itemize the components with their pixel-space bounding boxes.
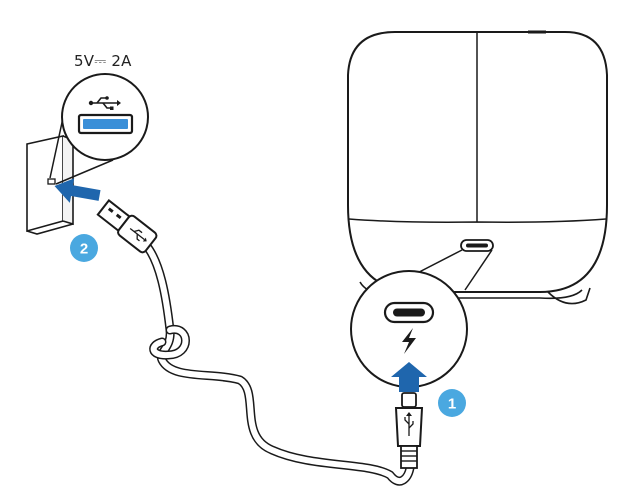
step-number-2: 2: [80, 241, 88, 258]
step-badge-1: 1: [438, 389, 466, 417]
usb-c-plug: [394, 392, 424, 469]
usb-c-port-callout: [350, 270, 468, 388]
usb-c-plug-symbol-icon: [404, 412, 414, 436]
lightning-charge-icon: [402, 328, 416, 354]
insert-arrow-usb-c: [391, 362, 427, 392]
step-number-1: 1: [448, 396, 456, 413]
plug-usb-symbol-icon: [129, 227, 147, 242]
usb-symbol-icon: [88, 96, 121, 110]
usb-a-port: [83, 119, 128, 129]
usb-cable: [141, 240, 415, 486]
step-badge-2: 2: [70, 234, 98, 262]
insert-arrow-usb-a: [54, 178, 101, 203]
device-usb-c-port: [460, 239, 494, 252]
usb-a-plug: [96, 199, 158, 254]
power-rating-label: 5V⎓ 2A: [74, 52, 132, 70]
speaker-device-icon: [347, 30, 608, 305]
usb-a-port-callout: [61, 73, 149, 161]
